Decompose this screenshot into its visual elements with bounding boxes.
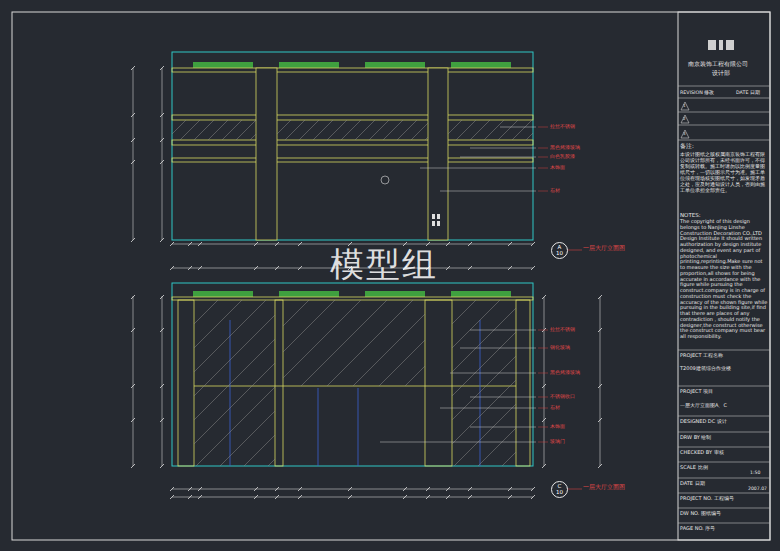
label-text: 备注:	[680, 143, 694, 149]
label-text: 黑色烤漆玻璃	[550, 145, 580, 150]
label-text: DATE 日期	[736, 90, 760, 96]
label-text: 石材	[550, 188, 560, 193]
label-text: 南京装饰工程有限公司	[688, 61, 748, 67]
label-text: T2009建筑综合作业楼	[680, 366, 731, 372]
label-text: SCALE 比例	[680, 465, 708, 471]
label-text: 一层大厅立面图A、C	[680, 403, 727, 409]
label-text: 设计部	[712, 70, 730, 76]
label-text: 拉丝不锈钢	[550, 327, 575, 332]
label-text: PROJECT 项目	[680, 389, 713, 395]
elevation-marker: A10	[551, 242, 568, 259]
label-text: 1	[683, 104, 686, 109]
watermark: 模型组	[330, 247, 438, 281]
marker-text: 10	[556, 251, 563, 257]
label-text: 一层大厅立面图	[583, 245, 625, 252]
label-text: CHECKED BY 审核	[680, 450, 724, 456]
label-text: 木饰面	[550, 424, 565, 429]
label-text: DESIGNED DC 设计	[680, 419, 727, 425]
label-text: 3	[683, 132, 686, 137]
label-text: 拉丝不锈钢	[550, 124, 575, 129]
label-text: PAGE NO. 序号	[680, 526, 715, 532]
label-text: 一层大厅立面图	[583, 484, 625, 491]
label-text: REVISION 修改	[680, 90, 714, 96]
label-text: DRW BY 绘制	[680, 435, 711, 441]
label-text: 木饰面	[550, 165, 565, 170]
label-text: DATE 日期	[680, 481, 705, 487]
label-text: DW NO. 图纸编号	[680, 511, 721, 517]
label-text: 2	[683, 117, 686, 122]
marker-text: 10	[556, 490, 563, 496]
label-text: 玻璃门	[550, 439, 565, 444]
label-text: 1:50	[750, 470, 760, 475]
label-text: PROJECT 工程名称	[680, 353, 723, 359]
label-text: The copyright of this design belongs to …	[680, 219, 768, 340]
label-text: 黑色烤漆玻璃	[550, 370, 580, 375]
label-text: 本设计图纸之版权属南京装饰工程有限公司设计部所有，未经书面许可，不得复制或转载。…	[680, 151, 768, 194]
label-text: PROJECT NO. 工程编号	[680, 496, 734, 502]
label-text: 钢化玻璃	[550, 345, 570, 350]
label-text: 石材	[550, 405, 560, 410]
label-text: NOTES:	[680, 212, 701, 218]
elevation-marker: C10	[551, 481, 568, 498]
label-text: 2007.07	[748, 486, 767, 491]
label-text: 白色乳胶漆	[550, 154, 575, 159]
label-text: 不锈钢收口	[550, 394, 575, 399]
